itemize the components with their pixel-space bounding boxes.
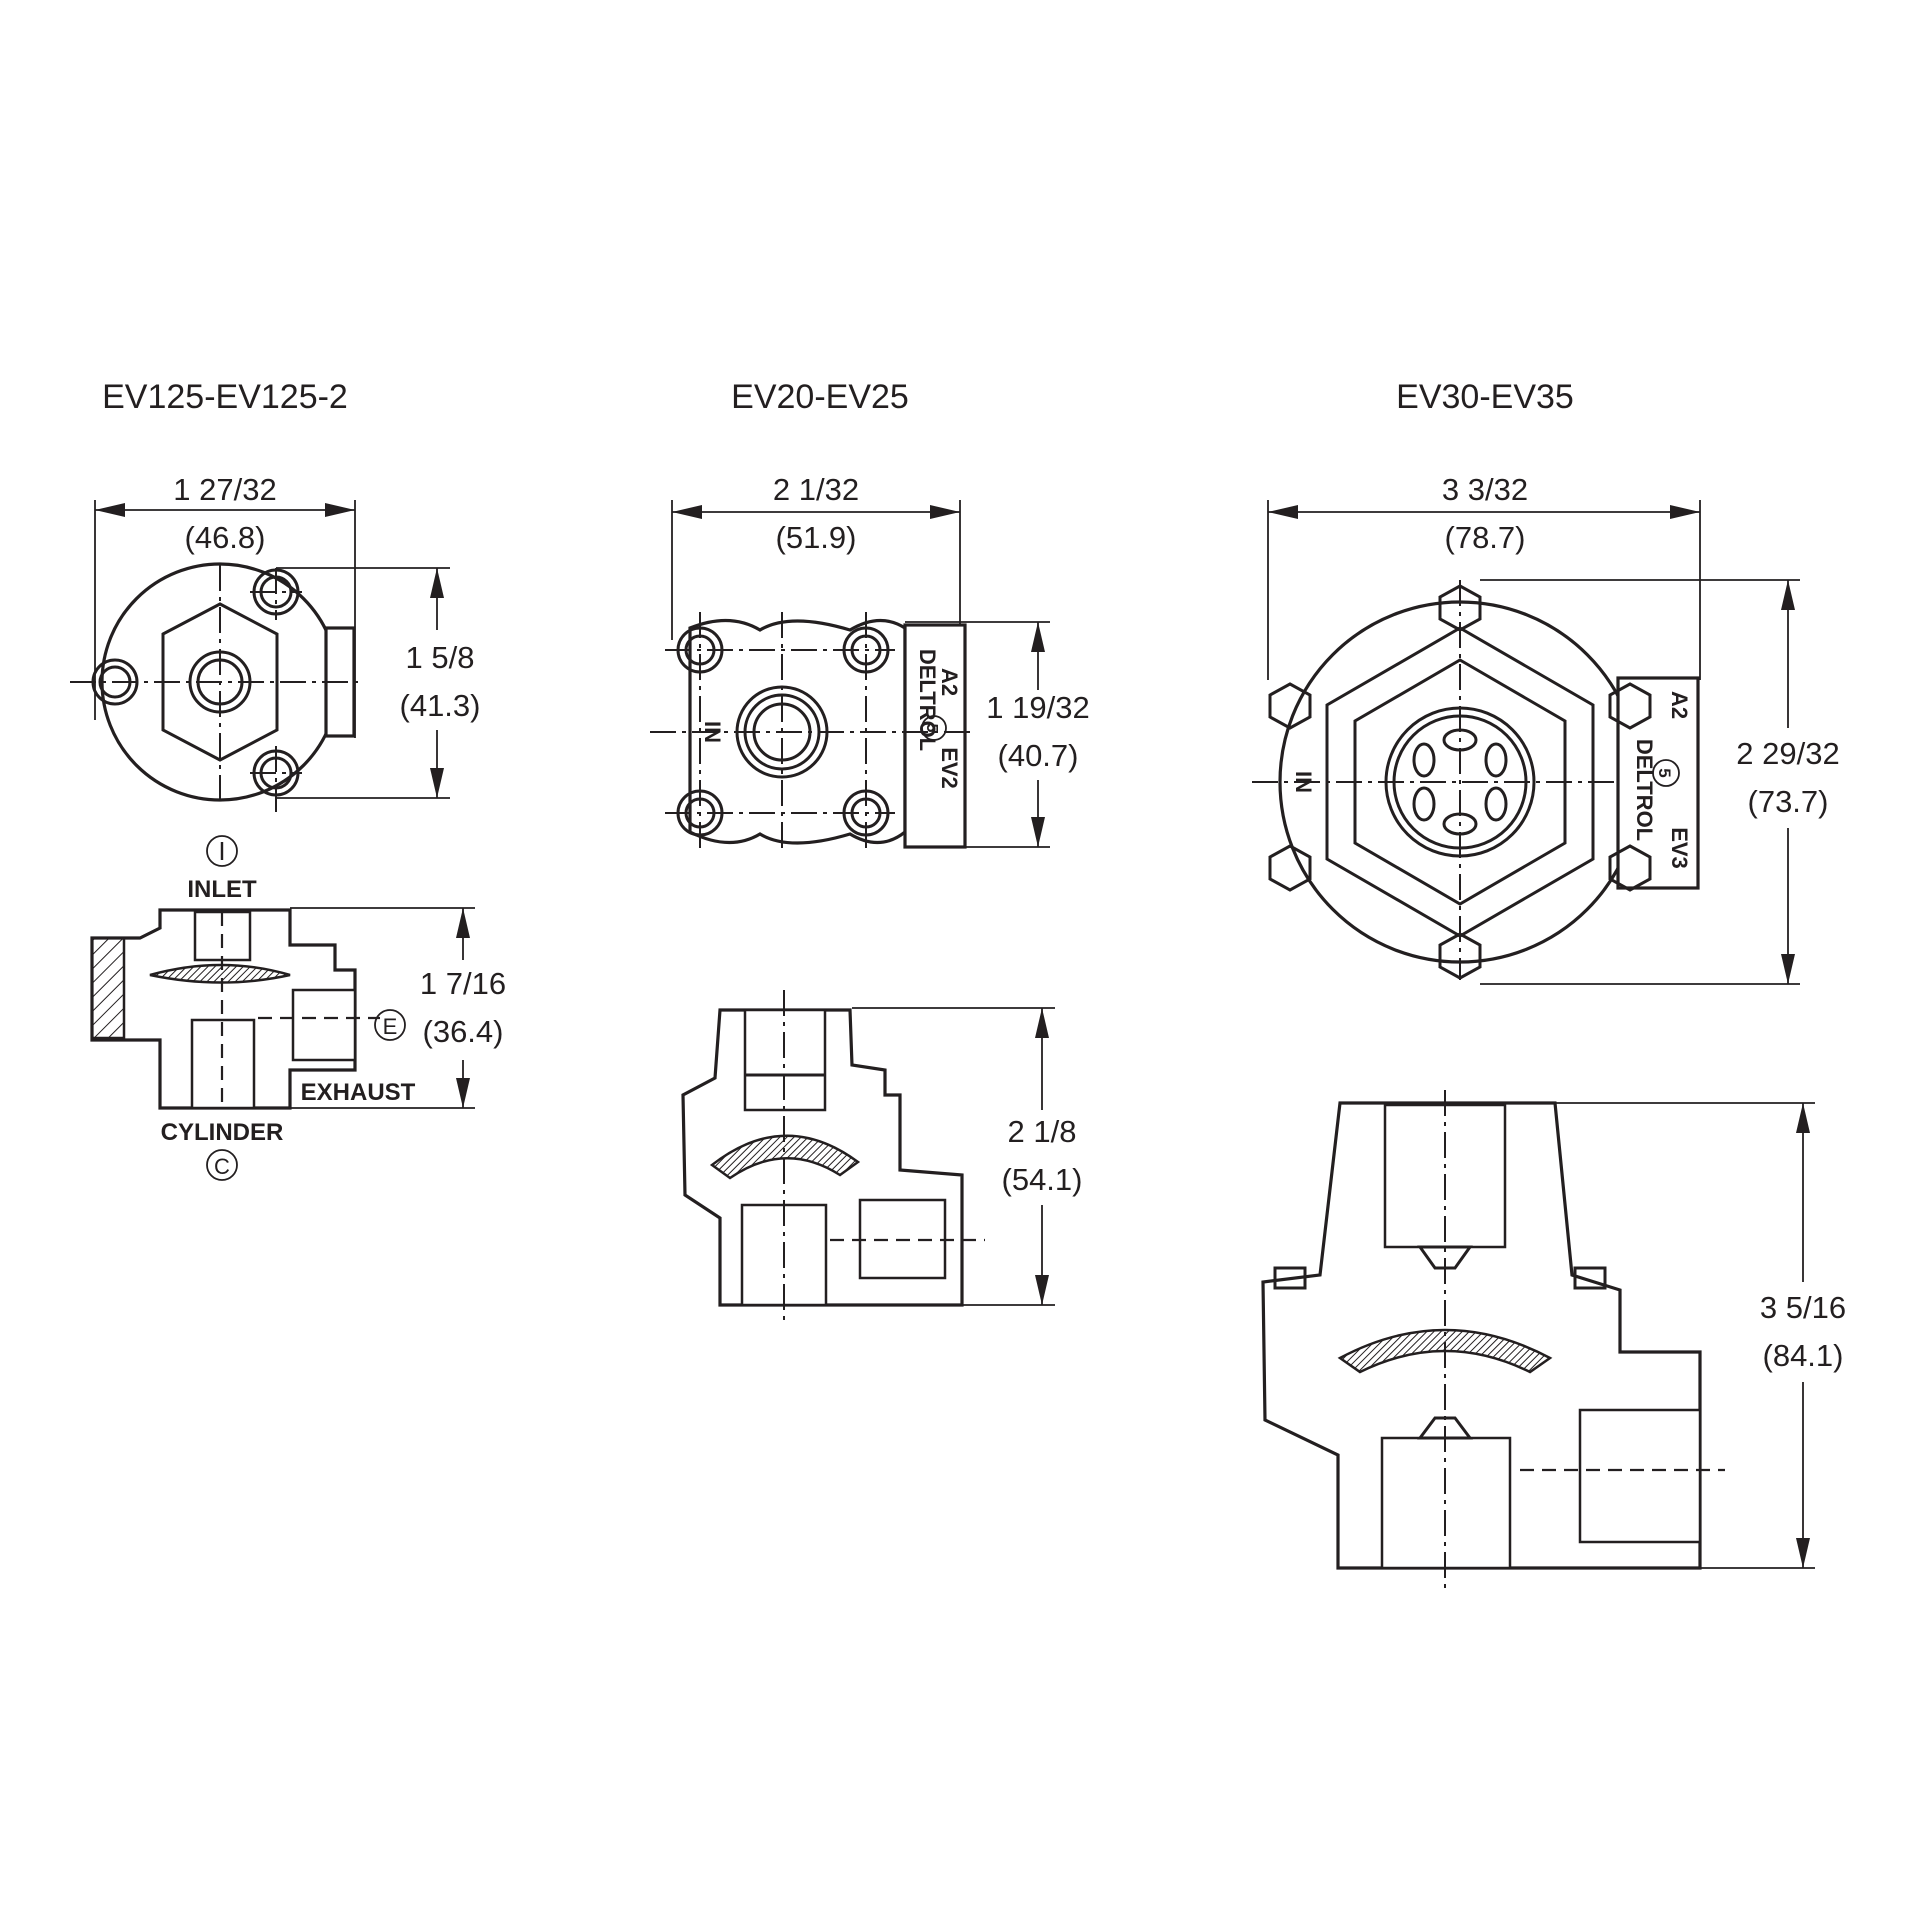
- ev125-section-height-in: 1 7/16: [420, 966, 506, 1001]
- ev20-in-marking: IN: [700, 721, 725, 743]
- cylinder-symbol: C: [214, 1154, 230, 1179]
- ev30-brand-marking: DELTROL: [1632, 739, 1657, 841]
- ev20-section-height-mm: (54.1): [1002, 1162, 1083, 1197]
- ev125-width-in: 1 27/32: [173, 472, 276, 507]
- ev30-circle-marking: 5: [1655, 768, 1674, 777]
- ev30-plan-height-in: 2 29/32: [1736, 736, 1839, 771]
- ev20-model-marking: EV2: [937, 747, 962, 789]
- ev20-brand-marking: DELTROL: [915, 649, 940, 751]
- ev30-section-view: 3 5/16 (84.1): [1261, 1090, 1865, 1590]
- ev30-model-marking: EV3: [1667, 827, 1692, 869]
- ev125-plan-view: 1 27/32 (46.8) 1 5/8 (41.3): [70, 472, 495, 812]
- cylinder-label: CYLINDER: [161, 1119, 284, 1146]
- ev125-section-height-mm: (36.4): [423, 1014, 504, 1049]
- ev20-plan-view: 2 1/32 (51.9) IN DELTROL EV2 5 A2: [650, 472, 1105, 850]
- ev20-plan-height-in: 1 19/32: [986, 690, 1089, 725]
- ev20-width-in: 2 1/32: [773, 472, 859, 507]
- ev125-plan-height-mm: (41.3): [400, 688, 481, 723]
- ev30-plan-view: 3 3/32 (78.7) IN DELTROL EV3 5 A2: [1252, 472, 1855, 985]
- ev20-section-height-in: 2 1/8: [1008, 1114, 1077, 1149]
- ev30-section-height-in: 3 5/16: [1760, 1290, 1846, 1325]
- inlet-symbol: I: [218, 836, 225, 866]
- ev20-section-view: 2 1/8 (54.1): [681, 990, 1100, 1325]
- ev30-width-mm: (78.7): [1445, 520, 1526, 555]
- ev30-plan-height-mm: (73.7): [1748, 784, 1829, 819]
- title-ev125: EV125-EV125-2: [102, 378, 348, 416]
- exhaust-label: EXHAUST: [301, 1079, 416, 1106]
- ev125-section-view: I INLET 1 7/16 (36.4) E EXHAUST CYLINDER…: [90, 835, 520, 1181]
- ev30-section-height-mm: (84.1): [1763, 1338, 1844, 1373]
- ev20-code-marking: A2: [937, 668, 962, 696]
- exhaust-symbol: E: [383, 1014, 398, 1039]
- ev20-width-mm: (51.9): [776, 520, 857, 555]
- ev30-width-in: 3 3/32: [1442, 472, 1528, 507]
- ev30-in-marking: IN: [1291, 771, 1316, 793]
- ev20-plan-height-mm: (40.7): [998, 738, 1079, 773]
- ev125-width-mm: (46.8): [185, 520, 266, 555]
- ev125-plan-height-in: 1 5/8: [406, 640, 475, 675]
- title-ev30: EV30-EV35: [1396, 378, 1574, 416]
- title-ev20: EV20-EV25: [731, 378, 909, 416]
- ev20-circle-marking: 5: [923, 724, 940, 733]
- inlet-label: INLET: [187, 876, 257, 903]
- ev30-code-marking: A2: [1667, 691, 1692, 719]
